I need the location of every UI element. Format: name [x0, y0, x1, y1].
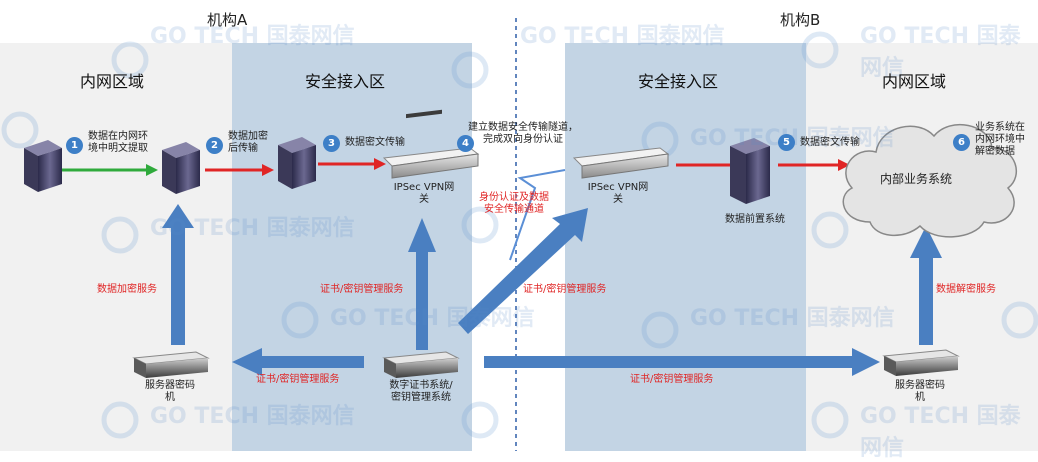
step-6-badge: 6	[953, 134, 970, 151]
server-1-icon	[24, 140, 62, 192]
hsm-b-line-2: 机	[915, 392, 925, 403]
vpn-gateway-a-icon	[382, 109, 480, 179]
step-6-label: 业务系统在 内网环境中 解密数据	[975, 122, 1025, 158]
step-6-line-3: 解密数据	[975, 146, 1015, 157]
tunnel-line-2: 安全传输通道	[484, 204, 544, 215]
step-2-badge: 2	[206, 137, 223, 154]
vpn-b-line-1: IPSec VPN网	[587, 182, 649, 193]
decrypt-service-label: 数据解密服务	[936, 284, 996, 295]
step-6-line-2: 内网环境中	[975, 134, 1025, 145]
watermark-text: GO TECH 国泰网信	[520, 24, 725, 49]
watermark-text: GO TECH 国泰网信	[690, 306, 895, 331]
step-6-line-1: 业务系统在	[975, 122, 1025, 133]
flow-arrows	[58, 158, 850, 176]
step-4-line-2: 完成双向身份认证	[483, 134, 563, 145]
step-4-badge: 4	[457, 135, 474, 152]
tunnel-lightning-icon	[509, 169, 566, 261]
zone-secure-b	[565, 43, 806, 451]
step-5-label: 数据密文传输	[800, 137, 860, 148]
server-3-icon	[278, 137, 316, 189]
vpn-a-line-2: 关	[419, 194, 429, 205]
vpn-gateway-b-icon	[572, 147, 670, 179]
hsm-a-label: 服务器密码 机	[130, 380, 210, 404]
watermark-text: GO TECH 国泰网信	[330, 306, 535, 331]
diagram-graphics	[1, 18, 1038, 451]
hsm-b-label: 服务器密码 机	[880, 380, 960, 404]
step-2-label: 数据加密 后传输	[228, 131, 268, 155]
ca-line-1: 数字证书系统/	[389, 380, 453, 391]
ca-system-icon	[382, 351, 460, 378]
watermark-text: GO TECH 国泰网信	[860, 24, 1021, 81]
front-server-label: 数据前置系统	[725, 214, 785, 225]
step-5-badge: 5	[778, 134, 795, 151]
zone-secure-a-title: 安全接入区	[305, 72, 386, 91]
hsm-a-line-2: 机	[165, 392, 175, 403]
front-server-icon	[730, 138, 770, 204]
step-1-label: 数据在内网环 境中明文提取	[88, 131, 148, 155]
hsm-b-icon	[882, 349, 960, 376]
step-1-line-2: 境中明文提取	[88, 143, 148, 154]
vpn-b-line-2: 关	[613, 194, 623, 205]
vpn-b-label: IPSec VPN网 关	[578, 182, 658, 206]
watermark-text: GO TECH 国泰网信	[150, 24, 355, 49]
step-4-label: 建立数据安全传输隧道， 完成双向身份认证	[462, 122, 584, 146]
step-2-line-1: 数据加密	[228, 131, 268, 142]
tunnel-label: 身份认证及数据 安全传输通道	[468, 192, 560, 216]
cert-service-a-label: 证书/密钥管理服务	[320, 284, 404, 295]
zone-secure-b-title: 安全接入区	[638, 72, 719, 91]
org-a-title: 机构A	[207, 11, 248, 29]
ca-label: 数字证书系统/ 密钥管理系统	[376, 380, 466, 404]
business-cloud-icon	[842, 123, 1018, 238]
zone-inner-b-title: 内网区域	[882, 72, 947, 91]
watermark-text: GO TECH 国泰网信	[150, 404, 355, 429]
step-1-line-1: 数据在内网环	[88, 131, 148, 142]
encrypt-service-label: 数据加密服务	[97, 284, 157, 295]
vpn-a-label: IPSec VPN网 关	[384, 182, 464, 206]
cert-service-right-label: 证书/密钥管理服务	[630, 374, 714, 385]
blue-arrows	[162, 204, 942, 376]
step-4-line-1: 建立数据安全传输隧道，	[468, 122, 578, 133]
step-3-label: 数据密文传输	[345, 137, 405, 148]
hsm-a-icon	[132, 351, 210, 378]
tunnel-line-1: 身份认证及数据	[479, 192, 549, 203]
vpn-a-line-1: IPSec VPN网	[393, 182, 455, 193]
watermark-text: GO TECH 国泰网信	[150, 216, 355, 241]
step-3-badge: 3	[323, 135, 340, 152]
server-2-icon	[162, 142, 200, 194]
hsm-a-line-1: 服务器密码	[145, 380, 195, 391]
org-b-title: 机构B	[780, 11, 821, 29]
hsm-b-line-1: 服务器密码	[895, 380, 945, 391]
step-1-badge: 1	[66, 137, 83, 154]
cert-service-left-label: 证书/密钥管理服务	[256, 374, 340, 385]
watermark-text: GO TECH 国泰网信	[860, 404, 1021, 461]
cert-service-b-label: 证书/密钥管理服务	[523, 284, 607, 295]
watermark-logos	[1, 31, 1038, 439]
cloud-label: 内部业务系统	[880, 172, 953, 186]
ca-line-2: 密钥管理系统	[391, 392, 451, 403]
zone-inner-a	[0, 43, 232, 451]
step-2-line-2: 后传输	[228, 143, 258, 154]
zone-inner-a-title: 内网区域	[80, 72, 145, 91]
